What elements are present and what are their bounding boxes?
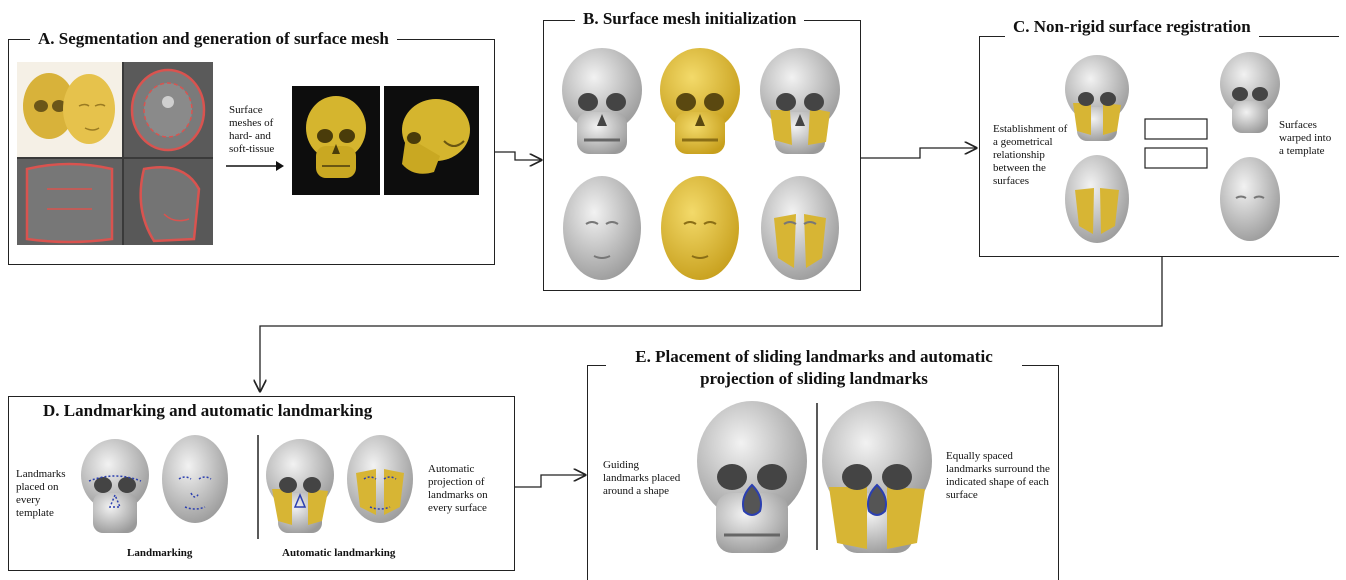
panel-c-title: C. Non-rigid surface registration xyxy=(1005,17,1259,37)
grey-head-1 xyxy=(563,176,641,280)
e-skull-projected xyxy=(822,401,932,553)
arrow-d-to-e xyxy=(515,475,585,487)
d-skull-auto xyxy=(266,439,334,533)
d-head-landmarked xyxy=(162,435,228,523)
gold-skull-2 xyxy=(660,48,740,154)
panel-e-title: E. Placement of sliding landmarks and au… xyxy=(606,346,1022,390)
c-head-source xyxy=(1065,155,1129,243)
panel-b-title: B. Surface mesh initialization xyxy=(575,9,804,29)
arrow-a-to-b xyxy=(495,152,541,160)
c-skull-source xyxy=(1065,55,1129,141)
grey-head-gold-patches-3 xyxy=(761,176,839,280)
ct-coronal-slice xyxy=(17,159,122,245)
panel-e-right-text: Equally spaced landmarks surround the in… xyxy=(946,450,1052,502)
panel-d-caption-automatic: Automatic landmarking xyxy=(282,547,395,559)
panel-e-left-text: Guiding landmarks placed around a shape xyxy=(603,459,687,498)
panel-e-sliding-landmarks-visual xyxy=(692,395,942,565)
ct-scan-mosaic xyxy=(17,62,213,245)
c-placeholder-box-1 xyxy=(1145,119,1207,139)
d-head-auto xyxy=(347,435,413,523)
panel-d-caption-landmarking: Landmarking xyxy=(127,547,192,559)
e-skull-guiding xyxy=(697,401,807,553)
grey-skull-1 xyxy=(562,48,642,154)
d-skull-landmarked xyxy=(81,439,149,533)
gold-head-2 xyxy=(661,176,739,280)
panel-d-right-text: Automatic projection of landmarks on eve… xyxy=(428,463,506,515)
c-skull-warped xyxy=(1220,52,1280,133)
c-placeholder-box-2 xyxy=(1145,148,1207,168)
panel-a-description: Surface meshes of hard- and soft-tissue xyxy=(229,104,293,156)
panel-d-title: D. Landmarking and automatic landmarking xyxy=(35,401,380,421)
panel-c-registration-visual xyxy=(1055,44,1290,250)
arrow-a-internal xyxy=(226,160,286,172)
panel-d-left-text: Landmarks placed on every template xyxy=(16,468,62,520)
ct-sagittal-slice xyxy=(124,159,213,245)
panel-a-title: A. Segmentation and generation of surfac… xyxy=(30,29,397,49)
gold-skull-front-image xyxy=(292,86,380,195)
c-head-warped xyxy=(1220,157,1280,241)
panel-d-landmark-visual xyxy=(75,427,425,542)
arrow-b-to-c xyxy=(861,148,976,158)
grey-skull-gold-patches-3 xyxy=(760,48,840,154)
panel-b-mesh-grid xyxy=(552,40,852,285)
gold-skull-side-image xyxy=(384,86,479,195)
ct-3d-render-image xyxy=(17,62,122,157)
ct-axial-slice xyxy=(124,62,213,157)
